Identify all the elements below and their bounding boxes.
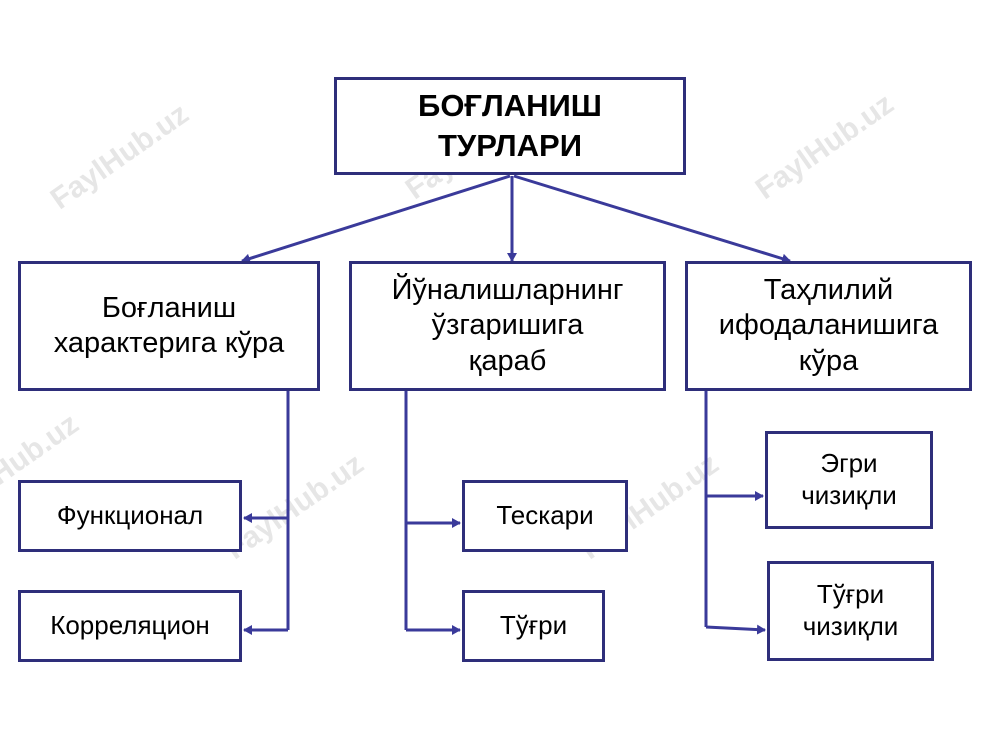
category-label: Боғланиш характерига кўра <box>53 291 285 359</box>
leaf-node-correlational: Корреляцион <box>18 590 242 662</box>
leaf-node-curvilinear: Эгри чизиқли <box>765 431 933 529</box>
leaf-node-linear: Тўғри чизиқли <box>767 561 934 661</box>
leaf-label: Функционал <box>56 500 204 531</box>
leaf-label: Тўғри чизиқли <box>802 579 899 641</box>
category-label: Йўналишларнинг ўзгаришига қараб <box>391 273 624 377</box>
root-title: БОҒЛАНИШ ТУРЛАРИ <box>418 87 602 163</box>
leaf-node-direct: Тўғри <box>462 590 605 662</box>
connector-to-linear <box>705 624 766 635</box>
leaf-label: Эгри чизиқли <box>801 448 897 510</box>
leaf-label: Тескари <box>496 500 594 531</box>
leaf-label: Тўғри <box>499 610 568 641</box>
category-node-1: Боғланиш характерига кўра <box>18 261 320 391</box>
connector-root-to-category-3 <box>513 174 791 264</box>
category-node-3: Таҳлилий ифодаланишига кўра <box>685 261 972 391</box>
root-node: БОҒЛАНИШ ТУРЛАРИ <box>334 77 686 175</box>
category-label: Таҳлилий ифодаланишига кўра <box>718 273 939 377</box>
leaf-node-functional: Функционал <box>18 480 242 552</box>
leaf-label: Корреляцион <box>50 610 210 641</box>
category-node-2: Йўналишларнинг ўзгаришига қараб <box>349 261 666 391</box>
leaf-node-inverse: Тескари <box>462 480 628 552</box>
connector-root-to-category-1 <box>241 174 511 264</box>
